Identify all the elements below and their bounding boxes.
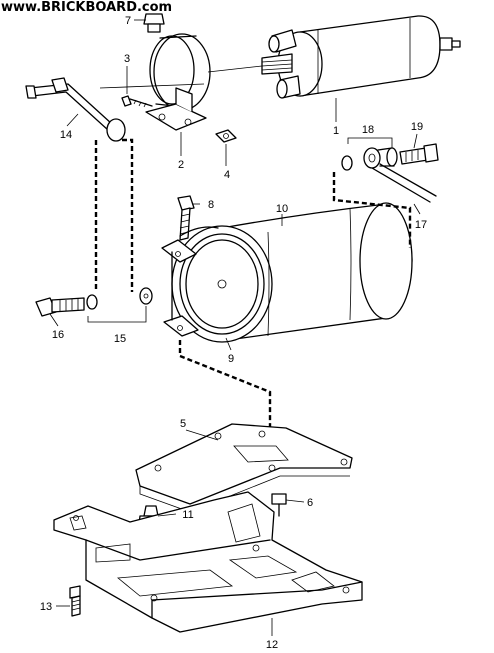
callout-11: 11	[182, 509, 193, 521]
callout-1: 1	[333, 125, 339, 137]
part-2-pump-bracket	[145, 33, 211, 131]
part-3-bolt	[121, 95, 153, 108]
callout-9: 9	[228, 353, 234, 365]
callout-19: 19	[411, 121, 423, 133]
callout-7: 7	[125, 15, 131, 27]
part-7-nut	[143, 13, 165, 33]
callout-8: 8	[208, 199, 214, 211]
callout-6: 6	[307, 497, 313, 509]
callout-18: 18	[362, 124, 374, 136]
part-19-banjo-bolt	[399, 143, 439, 165]
part-4-nut	[215, 129, 237, 143]
part-12-base-frame	[53, 491, 363, 633]
part-13-screw	[69, 585, 81, 617]
callout-13: 13	[40, 601, 52, 613]
callout-16: 16	[52, 329, 64, 341]
part-9-canister-bracket	[161, 226, 219, 337]
callout-4: 4	[224, 169, 230, 181]
callout-10: 10	[276, 203, 288, 215]
callout-15: 15	[114, 333, 126, 345]
callout-5: 5	[180, 418, 186, 430]
callout-12: 12	[266, 639, 278, 651]
part-6-screw	[271, 493, 287, 517]
callout-2: 2	[178, 159, 184, 171]
brickboard-watermark: www.BRICKBOARD.com	[1, 0, 173, 15]
part-17-fuel-line	[371, 163, 437, 203]
callout-17: 17	[415, 219, 427, 231]
callout-leader-lines	[49, 19, 421, 636]
callout-labels: 1 2 3 4 5 6 7 8 9 10 11 12 13 14 15 16 1…	[40, 15, 427, 651]
part-14-fuel-pipe	[25, 77, 126, 142]
part-18-washers-union	[341, 147, 398, 171]
assembly-dashed-lines	[94, 65, 412, 434]
part-15-washers	[86, 287, 153, 310]
part-1-fuel-pump	[261, 15, 461, 99]
callout-3: 3	[124, 53, 130, 65]
part-16-bolt	[35, 297, 85, 317]
part-10-canister	[171, 202, 413, 343]
callout-14: 14	[60, 129, 72, 141]
